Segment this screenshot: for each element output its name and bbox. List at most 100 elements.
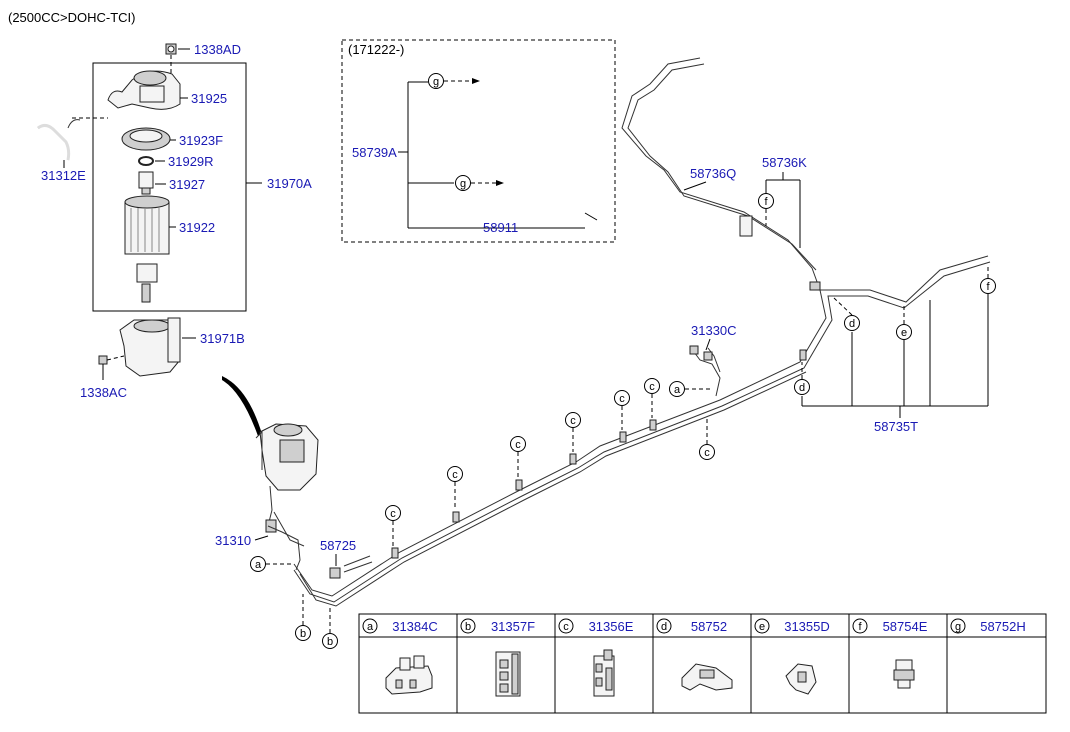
filter-head-31925 <box>107 70 181 110</box>
callout-letter: c <box>452 469 458 481</box>
sensor-31927 <box>138 171 154 195</box>
callout-c: c <box>447 466 463 510</box>
drain-plug <box>136 263 158 303</box>
bolt-1338AC <box>98 355 108 365</box>
label-31929R: 31929R <box>168 154 214 169</box>
fuel-pipes <box>267 57 991 607</box>
legend-part-number: 31356E <box>589 619 634 634</box>
callout-letter: f <box>986 281 990 293</box>
legend-item-f: f 58754E <box>852 618 928 634</box>
legend-letter: e <box>759 621 765 633</box>
legend-letter: c <box>563 621 569 633</box>
legend-part-number: 58752 <box>691 619 727 634</box>
legend-part-number: 31355D <box>784 619 830 634</box>
legend-icon-f <box>893 659 915 689</box>
label-58725: 58725 <box>320 538 356 553</box>
filter-assembly-box <box>92 62 247 312</box>
label-58736K: 58736K <box>762 155 807 170</box>
legend-icon-e <box>785 663 817 695</box>
cartridge-31922 <box>124 195 170 255</box>
callout-letter: c <box>704 447 710 459</box>
label-31923F: 31923F <box>179 133 223 148</box>
label-1338AC: 1338AC <box>80 385 127 400</box>
label-31330C: 31330C <box>691 323 737 338</box>
legend-letter: a <box>367 621 374 633</box>
ring-31923F <box>121 127 171 151</box>
callout-a: a <box>669 381 712 397</box>
legend-part-number: 58754E <box>883 619 928 634</box>
callout-e: e <box>896 306 912 340</box>
callout-letter: a <box>255 559 262 571</box>
inset-callout-g2: g <box>455 175 471 191</box>
legend-icon-a <box>385 655 433 695</box>
callout-c: c <box>510 436 526 478</box>
pipe-clips <box>391 281 821 559</box>
legend-icon-c <box>593 649 615 697</box>
installed-filter <box>255 423 319 533</box>
legend-letter: f <box>858 621 862 633</box>
label-31927: 31927 <box>169 177 205 192</box>
legend-item-a: a 31384C <box>362 618 438 634</box>
callout-letter: a <box>674 384 681 396</box>
svg-text:g: g <box>460 178 466 190</box>
callout-b: b <box>322 606 338 649</box>
label-58911: 58911 <box>483 220 518 235</box>
svg-text:g: g <box>433 76 439 88</box>
legend-letter: b <box>465 621 471 633</box>
inset-callout-g1: g <box>428 73 444 89</box>
bolt-1338AD <box>165 43 177 55</box>
callout-f: f <box>758 193 774 226</box>
callout-c: c <box>644 378 660 418</box>
label-31925: 31925 <box>191 91 227 106</box>
inset-date-code: (171222-) <box>348 42 404 57</box>
legend-item-c: c 31356E <box>558 618 634 634</box>
callout-c: c <box>385 505 401 546</box>
legend-item-d: d 58752 <box>656 618 727 634</box>
oring-31929R <box>138 156 154 166</box>
label-58739A: 58739A <box>352 145 397 160</box>
legend-letter: g <box>955 621 961 633</box>
callout-letter: c <box>649 381 655 393</box>
legend-item-b: b 31357F <box>460 618 535 634</box>
callout-a: a <box>250 556 292 572</box>
label-31310: 31310 <box>215 533 251 548</box>
legend-item-e: e 31355D <box>754 618 830 634</box>
callout-letter: c <box>515 439 521 451</box>
hose-31312E <box>37 119 81 161</box>
label-31970A: 31970A <box>267 176 312 191</box>
callout-letter: d <box>849 318 855 330</box>
callout-b: b <box>295 594 311 641</box>
callout-letter: d <box>799 382 805 394</box>
callout-d: d <box>833 297 860 331</box>
indicator-arrow <box>222 376 262 436</box>
legend-part-number: 31384C <box>392 619 438 634</box>
label-58735T: 58735T <box>874 419 918 434</box>
callout-letter: b <box>327 636 333 648</box>
callout-letter: b <box>300 628 306 640</box>
label-31312E: 31312E <box>41 168 86 183</box>
callout-c: c <box>699 416 715 460</box>
callout-f: f <box>980 264 996 294</box>
callouts: a b b c c c c c c c a d d e f f <box>250 193 996 649</box>
callout-letter: c <box>619 393 625 405</box>
callout-c: c <box>565 412 581 452</box>
callout-letter: f <box>764 196 768 208</box>
callout-letter: e <box>901 327 907 339</box>
callout-letter: c <box>570 415 576 427</box>
callout-letter: c <box>390 508 396 520</box>
label-1338AD: 1338AD <box>194 42 241 57</box>
label-31922: 31922 <box>179 220 215 235</box>
callout-c: c <box>614 390 630 430</box>
inset-box <box>341 39 616 243</box>
legend-cells: a 31384C b 31357F c 31356E d 58752 e 31355D f 58754… <box>362 618 1026 634</box>
legend-part-number: 58752H <box>980 619 1026 634</box>
label-58736Q: 58736Q <box>690 166 736 181</box>
legend-part-number: 31357F <box>491 619 535 634</box>
legend-icon-d <box>681 663 733 691</box>
engine-note: (2500CC>DOHC-TCI) <box>8 10 136 25</box>
bracket-31971B <box>119 317 181 377</box>
legend-icon-b <box>495 651 521 697</box>
legend-letter: d <box>661 621 667 633</box>
